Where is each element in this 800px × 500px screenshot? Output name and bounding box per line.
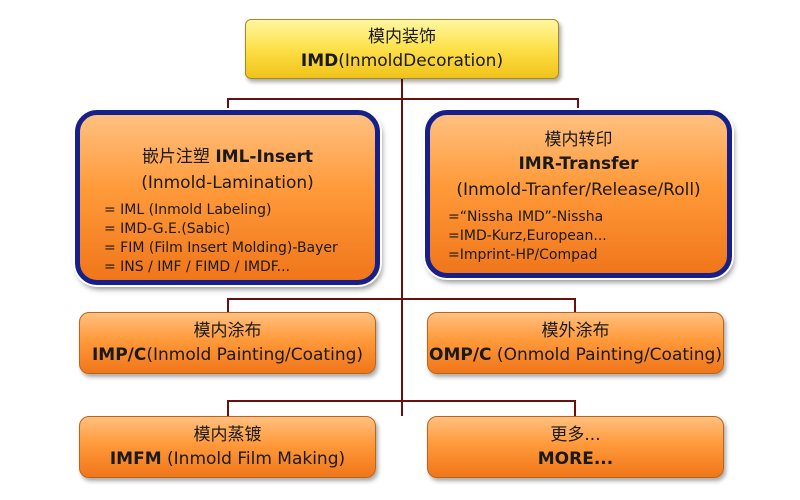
imp-title: 模内涂布 bbox=[193, 321, 262, 341]
list-item: =Imprint-HP/Compad bbox=[448, 247, 598, 263]
node-imr-transfer: 模内转印 IMR-Transfer (Inmold-Tranfer/Releas… bbox=[425, 110, 732, 278]
transfer-subtitle: (Inmold-Tranfer/Release/Roll) bbox=[456, 180, 701, 200]
more-code: MORE... bbox=[537, 449, 614, 469]
list-item: = IMD-G.E.(Sabic) bbox=[104, 221, 231, 237]
root-title: 模内装饰 bbox=[368, 27, 436, 47]
list-item: = FIM (Film Insert Molding)-Bayer bbox=[104, 240, 338, 256]
transfer-list: =“Nissha IMD”-Nissha =IMD-Kurz,European.… bbox=[448, 208, 607, 265]
omp-code: OMP/C bbox=[429, 345, 492, 365]
branch-row1 bbox=[227, 98, 579, 110]
imfm-code: IMFM bbox=[109, 449, 162, 469]
list-item: =IMD-Kurz,European... bbox=[448, 228, 607, 244]
imfm-subtitle: IMFM (Inmold Film Making) bbox=[110, 447, 345, 471]
root-code: IMD bbox=[300, 51, 339, 71]
root-desc: (InmoldDecoration) bbox=[338, 51, 504, 71]
list-item: = IML (Inmold Labeling) bbox=[104, 202, 272, 218]
branch-row2 bbox=[227, 298, 576, 312]
branch-row3 bbox=[227, 400, 576, 416]
node-omp-c: 模外涂布 OMP/C (Onmold Painting/Coating) bbox=[427, 312, 724, 374]
omp-desc: (Onmold Painting/Coating) bbox=[491, 345, 722, 365]
node-imfm: 模内蒸镀 IMFM (Inmold Film Making) bbox=[79, 416, 376, 478]
insert-title: 嵌片注塑 IML-Insert bbox=[142, 145, 313, 169]
imp-code: IMP/C bbox=[91, 345, 147, 365]
list-item: = INS / IMF / FIMD / IMDF... bbox=[104, 259, 290, 275]
node-imp-c: 模内涂布 IMP/C(Inmold Painting/Coating) bbox=[79, 312, 376, 374]
insert-title-code: IML-Insert bbox=[215, 147, 314, 167]
node-more: 更多... MORE... bbox=[427, 416, 724, 478]
insert-subtitle: (Inmold-Lamination) bbox=[141, 173, 314, 193]
imfm-desc: (Inmold Film Making) bbox=[161, 449, 346, 469]
more-title: 更多... bbox=[550, 425, 601, 445]
imp-desc: (Inmold Painting/Coating) bbox=[146, 345, 364, 365]
list-item: =“Nissha IMD”-Nissha bbox=[448, 209, 604, 225]
transfer-title-code: IMR-Transfer bbox=[518, 154, 639, 174]
root-subtitle: IMD(InmoldDecoration) bbox=[301, 49, 503, 73]
omp-title: 模外涂布 bbox=[541, 321, 610, 341]
root-node-imd: 模内装饰 IMD(InmoldDecoration) bbox=[245, 19, 559, 79]
omp-subtitle: OMP/C (Onmold Painting/Coating) bbox=[429, 343, 722, 367]
transfer-title-cn: 模内转印 bbox=[544, 130, 613, 150]
imp-subtitle: IMP/C(Inmold Painting/Coating) bbox=[92, 343, 363, 367]
insert-list: = IML (Inmold Labeling) = IMD-G.E.(Sabic… bbox=[104, 201, 338, 277]
node-iml-insert: 嵌片注塑 IML-Insert (Inmold-Lamination) = IM… bbox=[75, 110, 380, 285]
insert-title-cn: 嵌片注塑 bbox=[141, 147, 210, 167]
imfm-title: 模内蒸镀 bbox=[193, 425, 262, 445]
